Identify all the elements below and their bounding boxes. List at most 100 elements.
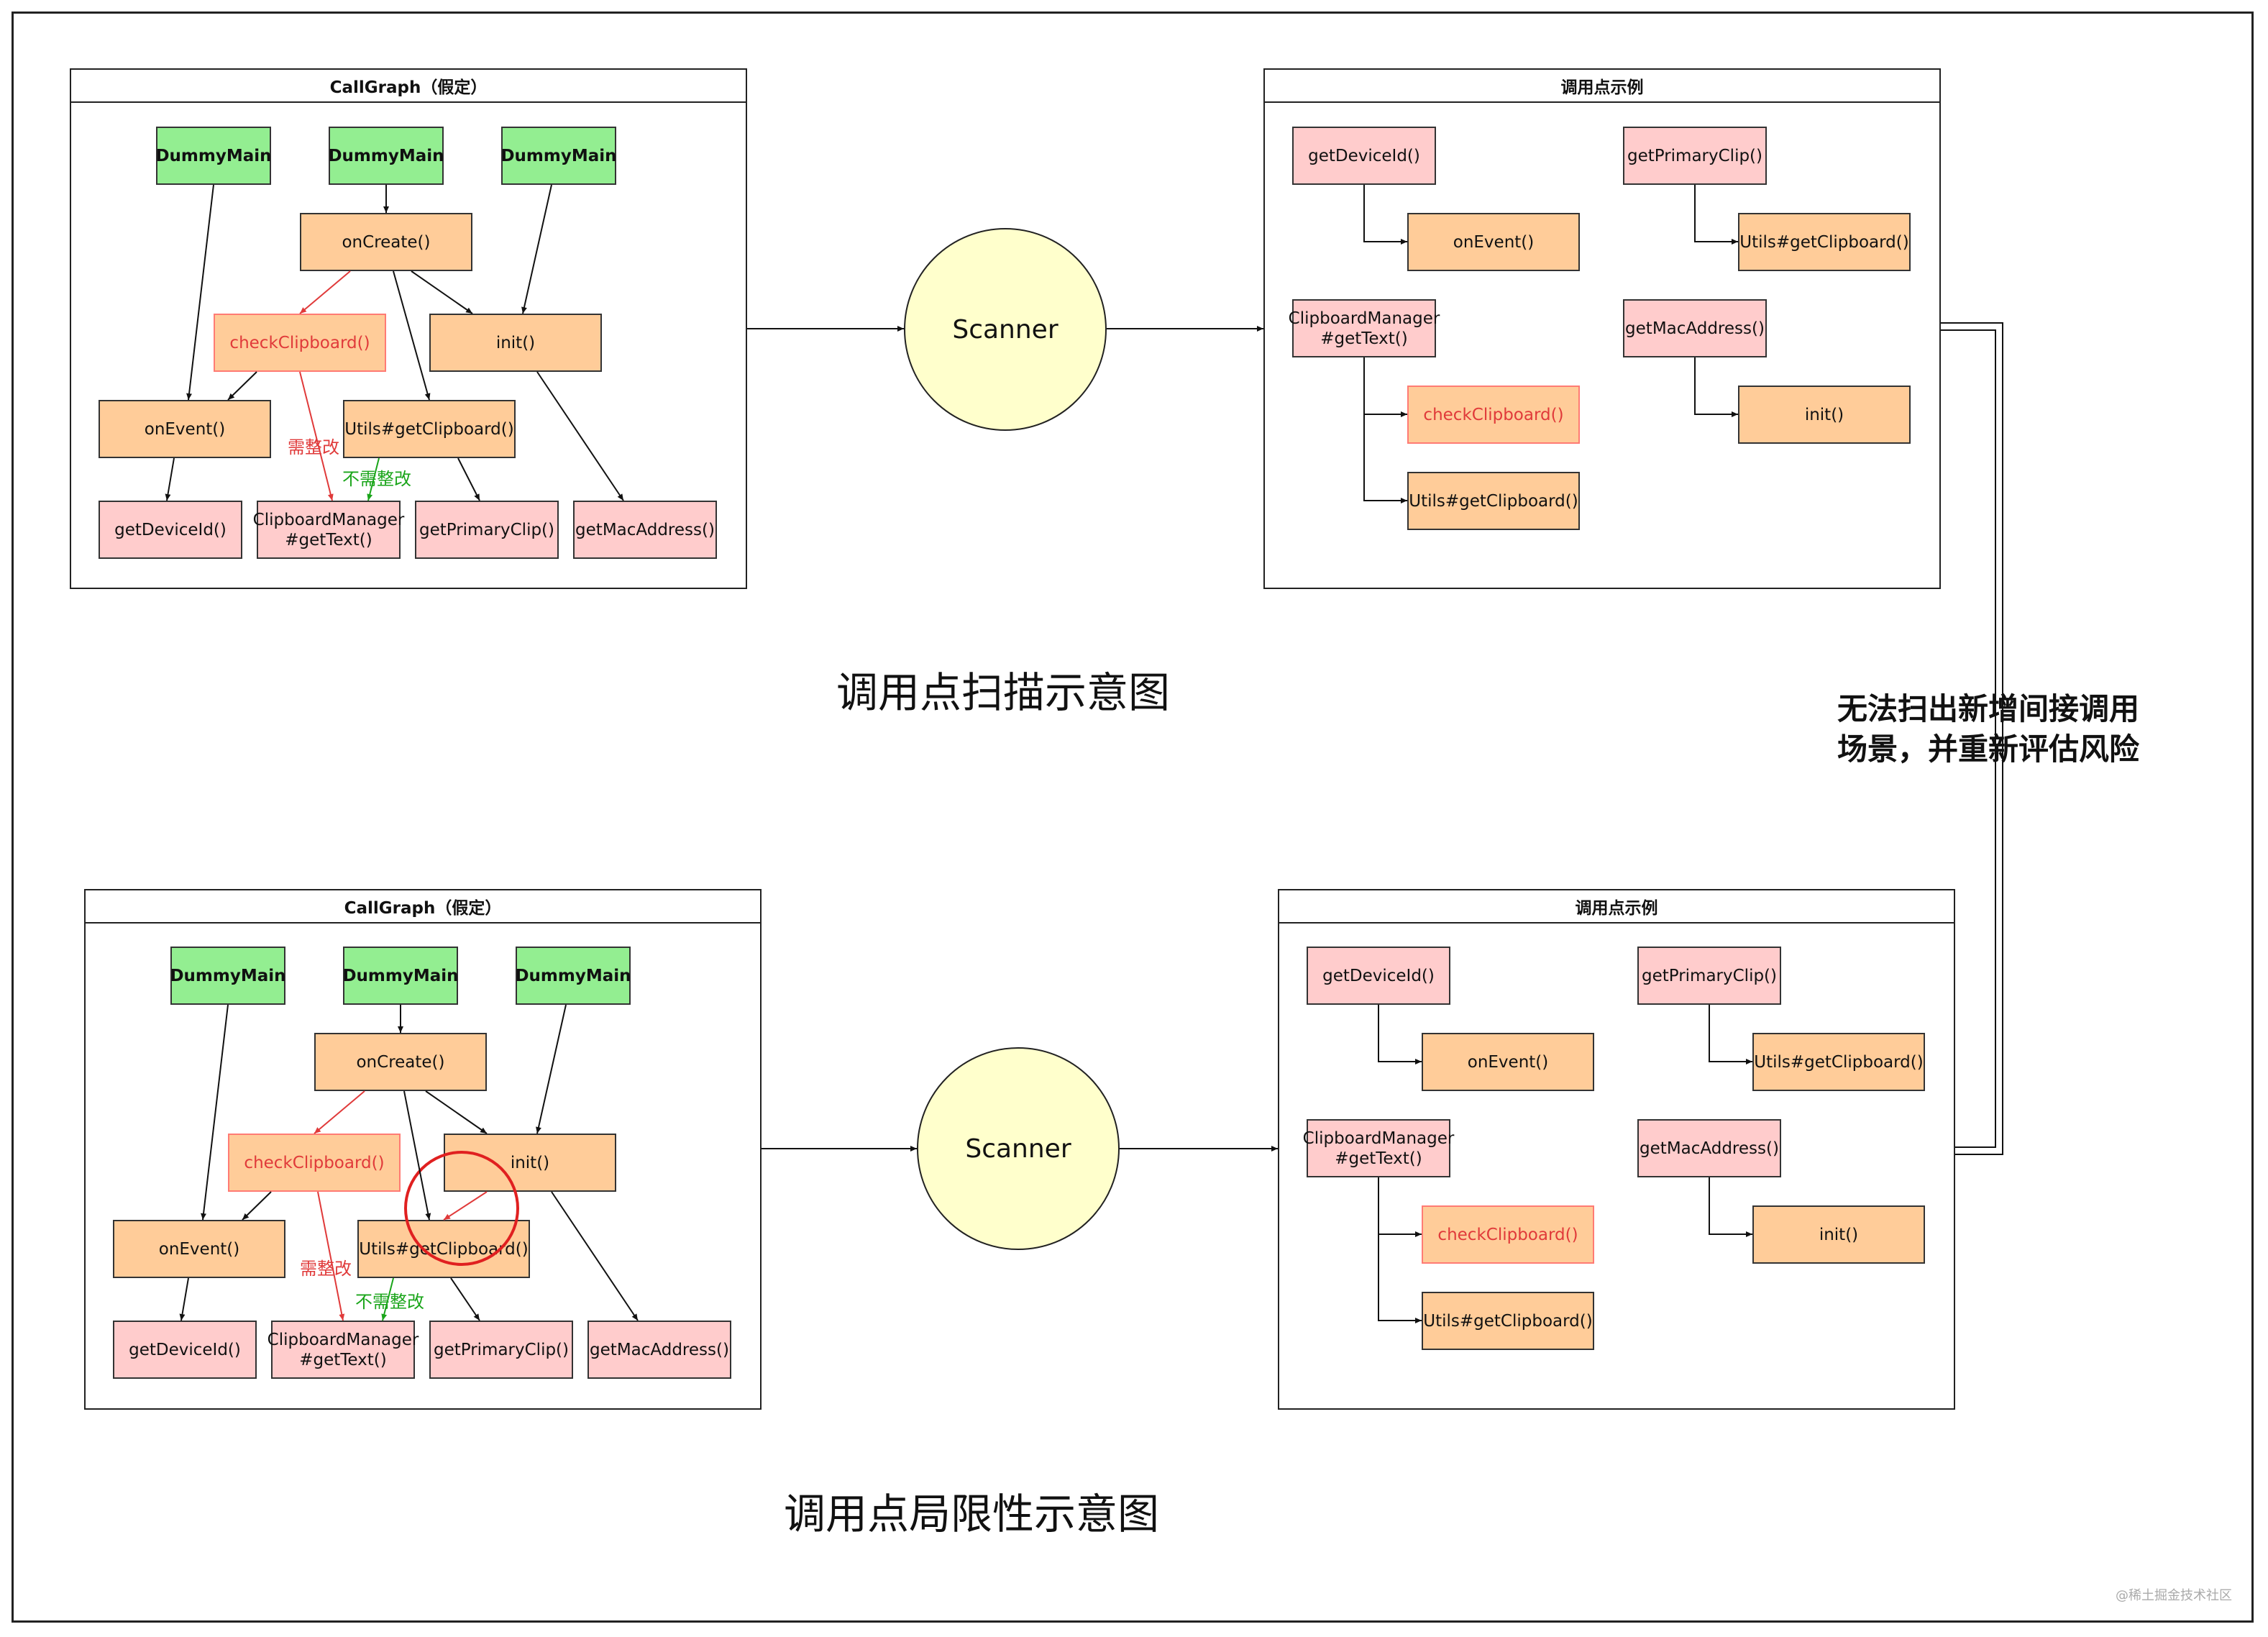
edge (201, 1004, 229, 1221)
credit-text: @稀土掘金技术社区 (2116, 1588, 2232, 1603)
on-create-node: onCreate() (314, 1033, 487, 1091)
node-text-line: ClipboardManager (267, 1330, 419, 1349)
connector-line (1941, 322, 2003, 1155)
dummy-main-node: DummyMain (500, 127, 617, 185)
edge (1378, 1005, 1422, 1064)
examples-title: 调用点示例 (1265, 70, 1939, 103)
dummy-main-node: DummyMain (342, 947, 459, 1005)
get-primary-clip-node: getPrimaryClip() (1637, 947, 1781, 1005)
edge (1709, 1177, 1752, 1237)
edge (450, 1277, 480, 1321)
init-node: init() (1738, 386, 1911, 444)
clipboard-manager-get-text-node: ClipboardManager #getText() (1303, 1119, 1454, 1177)
scanner-node: Scanner (917, 1047, 1120, 1250)
edge (227, 371, 257, 401)
edge (1363, 185, 1407, 245)
side-note-line: 场景，并重新评估风险 (1837, 731, 2140, 767)
dummy-main-node: DummyMain (328, 127, 444, 185)
clipboard-manager-get-text-node: ClipboardManager #getText() (268, 1321, 419, 1379)
examples-edges-bottom (1378, 1005, 1752, 1323)
needs-fix-label: 需整改 (288, 437, 339, 457)
edge (425, 1090, 488, 1134)
clipboard-manager-get-text-node: ClipboardManager #getText() (253, 501, 404, 559)
utils-get-clipboard-node: Utils#getClipboard() (343, 400, 516, 458)
on-create-node: onCreate() (300, 213, 472, 271)
edge (457, 457, 480, 501)
node-text-line: #getText() (1335, 1149, 1422, 1168)
edge (179, 1277, 189, 1321)
examples-edges-top (1363, 185, 1738, 503)
get-device-id-node: getDeviceId() (1292, 127, 1436, 185)
init-node: init() (1752, 1205, 1925, 1264)
utils-get-clipboard-node: Utils#getClipboard() (1407, 472, 1580, 530)
node-text-line: #getText() (1320, 329, 1408, 348)
get-mac-address-node: getMacAddress() (573, 501, 717, 559)
edge (299, 371, 334, 501)
get-device-id-node: getDeviceId() (99, 501, 242, 559)
get-mac-address-node: getMacAddress() (587, 1321, 731, 1379)
clipboard-manager-get-text-node: ClipboardManager #getText() (1289, 299, 1440, 357)
edge (317, 1191, 345, 1321)
node-text-line: #getText() (299, 1350, 387, 1369)
utils-get-clipboard-node: Utils#getClipboard() (1752, 1033, 1925, 1091)
edge (242, 1191, 272, 1221)
edge (521, 184, 552, 314)
scanner-node: Scanner (904, 228, 1107, 431)
edge (314, 1090, 365, 1134)
edge (1694, 357, 1738, 417)
side-note: 无法扫出新增间接调用 场景，并重新评估风险 (1837, 689, 2139, 770)
on-event-node: onEvent() (1422, 1033, 1594, 1091)
get-mac-address-node: getMacAddress() (1623, 299, 1767, 357)
edge (411, 270, 473, 314)
edge (551, 1191, 639, 1321)
edge (1363, 357, 1407, 417)
node-text-line: ClipboardManager (1302, 1128, 1455, 1148)
callgraph-title: CallGraph（假定） (86, 890, 760, 924)
get-primary-clip-node: getPrimaryClip() (429, 1321, 573, 1379)
edge (1363, 414, 1407, 503)
utils-get-clipboard-node: Utils#getClipboard() (1738, 213, 1911, 271)
double-connector (1941, 322, 2003, 1155)
examples-title: 调用点示例 (1279, 890, 1954, 924)
edge (393, 270, 431, 401)
check-clipboard-node: checkClipboard() (214, 314, 386, 372)
get-device-id-node: getDeviceId() (1307, 947, 1450, 1005)
edge (299, 270, 351, 314)
get-device-id-node: getDeviceId() (113, 1321, 257, 1379)
no-fix-label: 不需整改 (342, 469, 411, 489)
get-primary-clip-node: getPrimaryClip() (415, 501, 559, 559)
edge (403, 1090, 431, 1221)
node-text-line: ClipboardManager (252, 510, 405, 529)
edge (1694, 185, 1738, 245)
edge (1378, 1177, 1422, 1237)
init-node: init() (429, 314, 602, 372)
on-event-node: onEvent() (99, 400, 271, 458)
on-event-node: onEvent() (113, 1220, 285, 1278)
node-text-line: #getText() (285, 530, 372, 550)
edge (1709, 1005, 1752, 1064)
edge (536, 1004, 567, 1134)
connector-line (1941, 329, 1996, 1148)
edge (165, 457, 175, 501)
side-note-line: 无法扫出新增间接调用 (1837, 691, 2140, 726)
dummy-main-node: DummyMain (155, 127, 272, 185)
utils-get-clipboard-node: Utils#getClipboard() (1422, 1292, 1594, 1350)
callgraph-edges-top (165, 184, 624, 501)
edge (381, 1277, 394, 1321)
edge (443, 1191, 488, 1221)
edge (367, 457, 380, 501)
bottom-caption: 调用点局限性示意图 (784, 1490, 1160, 1538)
needs-fix-label: 需整改 (300, 1259, 352, 1279)
callgraph-edges-bottom (179, 1004, 639, 1321)
node-text-line: ClipboardManager (1288, 309, 1440, 328)
get-mac-address-node: getMacAddress() (1637, 1119, 1781, 1177)
on-event-node: onEvent() (1407, 213, 1580, 271)
get-primary-clip-node: getPrimaryClip() (1623, 127, 1767, 185)
check-clipboard-node: checkClipboard() (1407, 386, 1580, 444)
check-clipboard-node: checkClipboard() (228, 1134, 401, 1192)
highlight-ring (404, 1151, 519, 1266)
edge (536, 371, 624, 501)
edge (1378, 1234, 1422, 1323)
